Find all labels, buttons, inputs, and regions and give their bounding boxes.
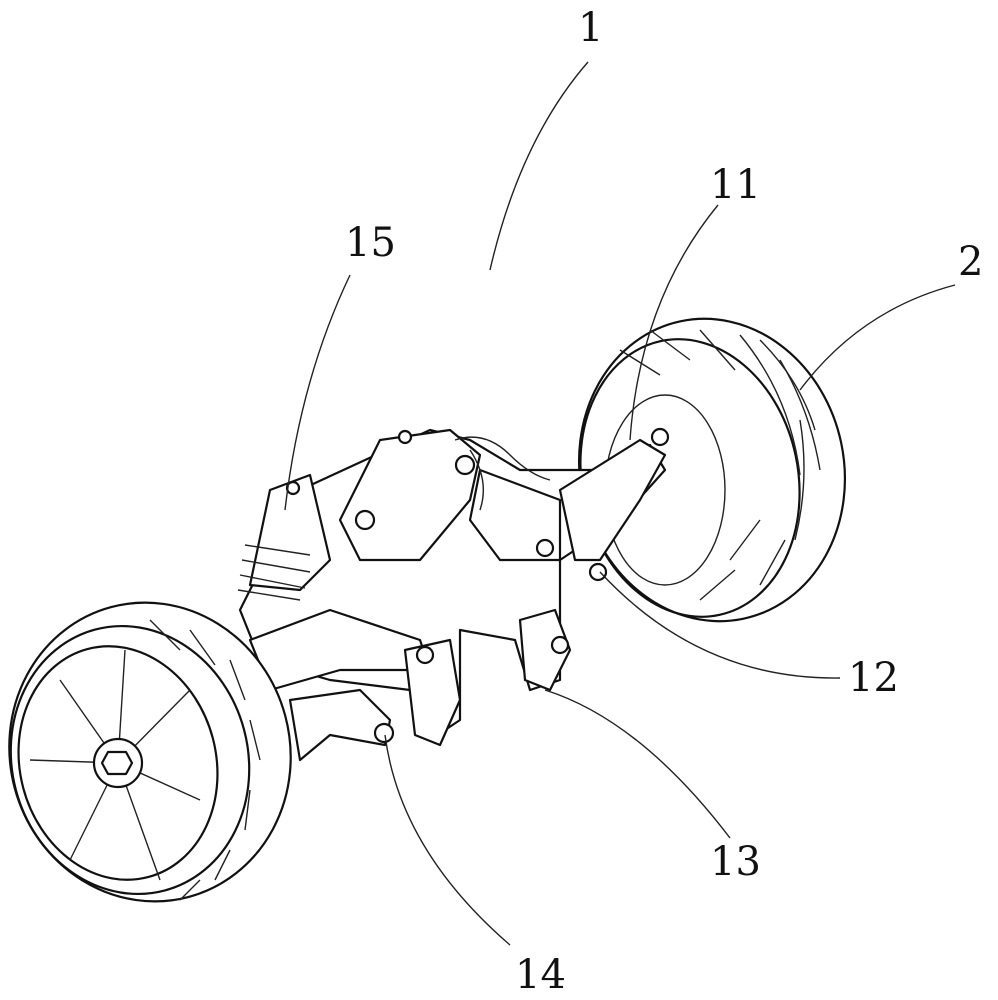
label-assembly: 1: [578, 5, 604, 51]
label-12: 12: [848, 655, 899, 701]
label-15: 15: [345, 220, 396, 266]
right-wheel: [577, 317, 847, 623]
left-wheel: [8, 601, 292, 903]
label-wheel: 2: [958, 239, 984, 285]
label-14: 14: [515, 952, 566, 998]
chassis: [237, 427, 670, 762]
label-13: 13: [710, 839, 761, 885]
leader-lines: [284, 61, 956, 946]
label-11: 11: [710, 162, 761, 208]
